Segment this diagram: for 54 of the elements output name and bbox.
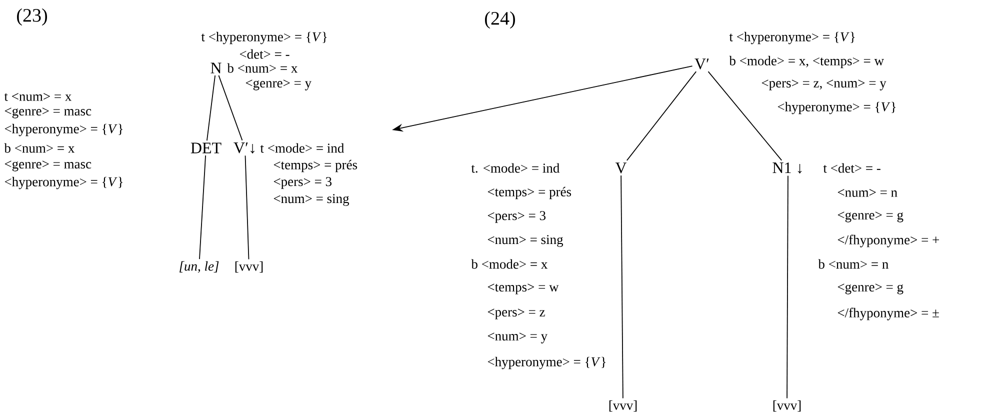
feature-line: <genre> = y: [246, 80, 312, 90]
feature-line: <num> = y: [488, 332, 548, 344]
feature-line: <hyperonyme> = {V}: [4, 124, 123, 136]
feature-line: <pers> = z: [488, 308, 545, 320]
tree-branch: [206, 74, 216, 141]
feature-line: <det> = -: [240, 49, 290, 59]
tree-branch: [708, 71, 782, 161]
tree-node-label: N1 ↓: [772, 162, 802, 174]
feature-line: <num> = sing: [274, 194, 350, 206]
feature-line: <pers> = 3: [274, 177, 332, 189]
tree-branch: [786, 175, 788, 399]
feature-line: <num> = sing: [488, 235, 564, 247]
feature-line: b <mode> = x: [471, 259, 548, 269]
tree-node-label: [un, le]: [180, 261, 219, 273]
tree-branch: [199, 155, 206, 260]
tree-node-label: [vvv]: [235, 261, 263, 273]
tree-node-label: DET: [190, 142, 222, 154]
feature-line: t <mode> = ind: [260, 143, 344, 153]
feature-line: t <hyperonyme> = {V}: [729, 32, 855, 44]
feature-line: <temps> = prés: [274, 160, 358, 172]
feature-line: <genre> = g: [838, 284, 904, 294]
feature-line: <genre> = masc: [4, 108, 92, 118]
feature-line: t <det> = -: [823, 163, 880, 173]
feature-line: </fhyponyme> = +: [838, 234, 939, 248]
feature-line: <num> = n: [838, 189, 898, 197]
tree-branch: [244, 155, 250, 260]
feature-line: b <num> = n: [818, 259, 888, 269]
tree-node-label: V: [615, 162, 627, 174]
tree-branch: [626, 71, 697, 161]
feature-line: <pers> = z, <num> = y: [762, 80, 886, 90]
tree-node-label: N: [210, 62, 222, 74]
tree-branch: [218, 74, 243, 141]
feature-line: <hyperonyme> = {V}: [778, 102, 896, 114]
feature-line: b <mode> = x, <temps> = w: [729, 56, 884, 68]
example-number: (24): [485, 11, 515, 29]
feature-line: <temps> = prés: [488, 186, 572, 200]
feature-line: t <hyperonyme> = {V}: [201, 32, 327, 44]
feature-line: t. <mode> = ind: [471, 163, 560, 173]
feature-line: <hyperonyme> = {V}: [488, 356, 606, 370]
tree-node-label: V′↓: [234, 142, 254, 154]
feature-line: t <num> = x: [4, 93, 72, 101]
feature-line: </fhyponyme> = ±: [838, 308, 939, 320]
feature-line: <hyperonyme> = {V}: [4, 176, 123, 190]
feature-line: b <num> = x: [227, 63, 298, 73]
tree-branch: [620, 175, 624, 399]
feature-line: b <num> = x: [4, 143, 75, 153]
feature-line: <genre> = masc: [4, 160, 92, 172]
tree-node-label: [vvv]: [773, 400, 801, 412]
example-number: (23): [17, 8, 47, 26]
tree-node-label: [vvv]: [609, 400, 637, 412]
feature-line: <genre> = g: [838, 212, 904, 222]
feature-line: <temps> = w: [488, 284, 559, 294]
tree-node-label: V′: [694, 58, 709, 70]
feature-line: <pers> = 3: [488, 211, 546, 223]
